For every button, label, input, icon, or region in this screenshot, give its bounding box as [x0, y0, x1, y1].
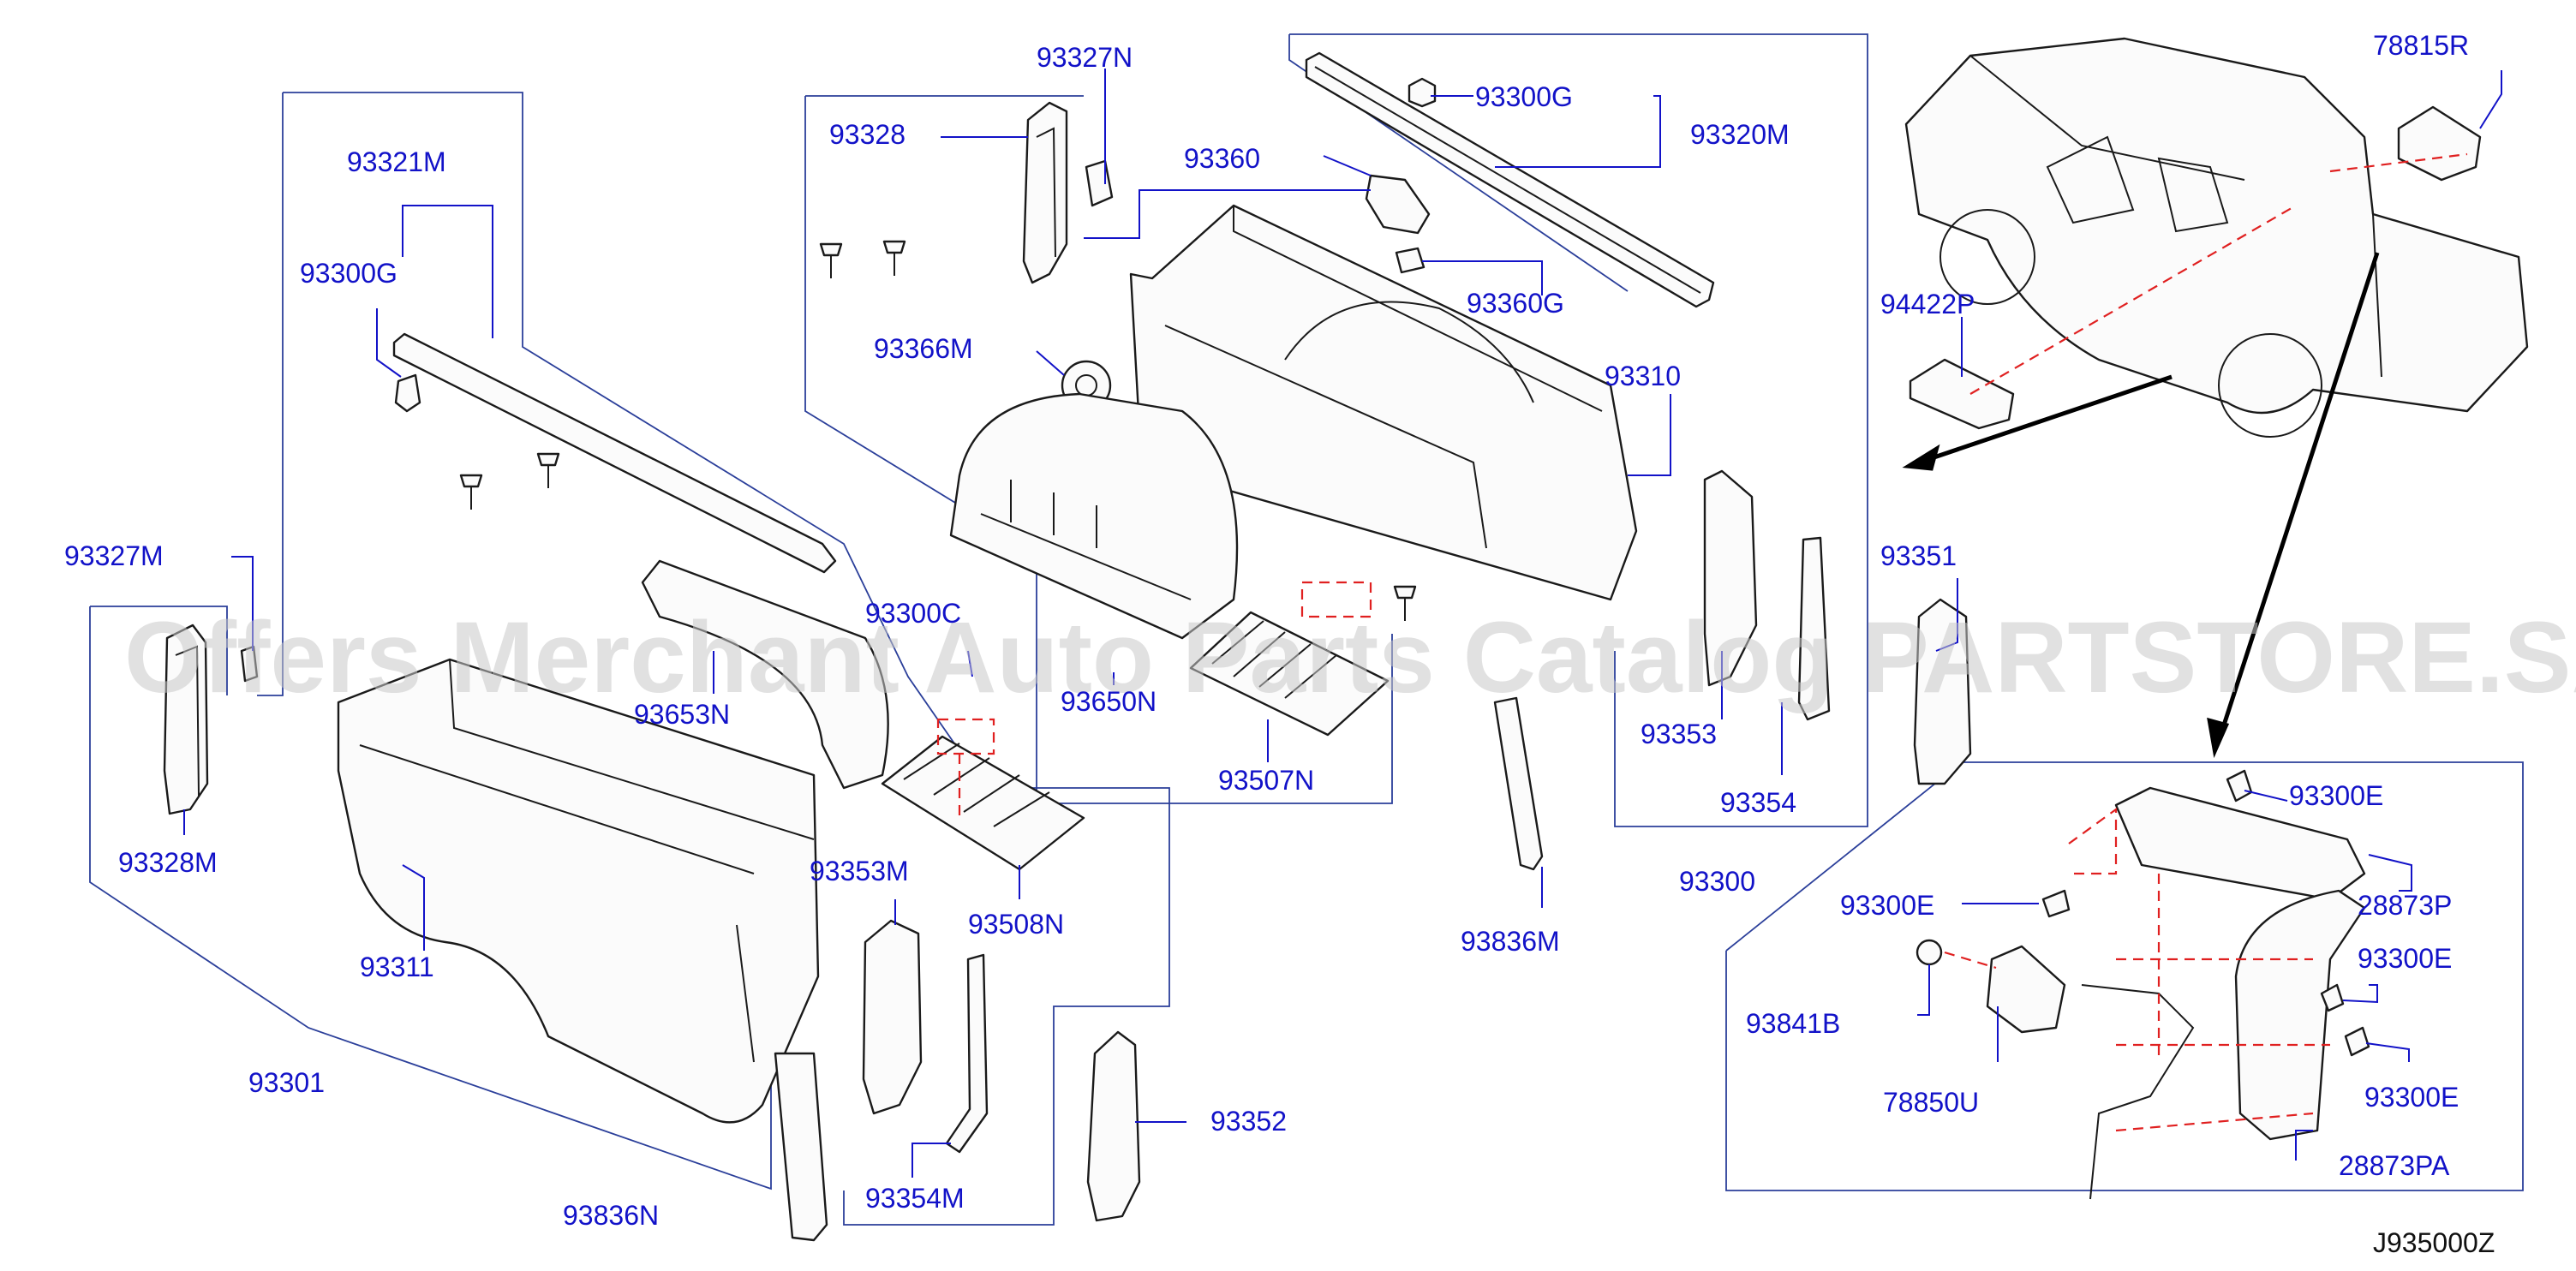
label-93300C: 93300C	[865, 598, 961, 629]
label-93310: 93310	[1605, 361, 1681, 391]
label-93301: 93301	[248, 1067, 325, 1098]
label-28873PA: 28873PA	[2339, 1150, 2450, 1181]
label-93353M: 93353M	[810, 856, 909, 886]
part-93300E-clip-a	[2226, 769, 2253, 803]
part-inset-harness	[2081, 984, 2195, 1200]
label-93300G-top: 93300G	[1475, 81, 1573, 112]
label-28873P: 28873P	[2358, 890, 2452, 921]
label-93354M: 93354M	[865, 1183, 965, 1214]
label-93300E-c: 93300E	[2358, 943, 2452, 974]
label-94422P: 94422P	[1880, 289, 1975, 319]
label-93360: 93360	[1184, 143, 1260, 174]
label-93841B: 93841B	[1746, 1008, 1840, 1039]
label-93300E-b: 93300E	[1840, 890, 1934, 921]
part-93653N-wheelhouse	[641, 559, 889, 790]
label-93352: 93352	[1210, 1106, 1287, 1137]
label-93507N: 93507N	[1218, 765, 1314, 796]
pointer-arrows	[1902, 252, 2380, 759]
part-93508N-floor	[881, 735, 1085, 871]
label-93327N: 93327N	[1037, 42, 1133, 73]
part-93351-brace	[1913, 598, 1972, 785]
part-93300G-clip	[1408, 77, 1437, 108]
part-93328-brace	[1022, 101, 1068, 284]
part-93353M-brace	[862, 919, 923, 1115]
label-93366M: 93366M	[874, 333, 973, 364]
part-78815R-bracket	[2397, 105, 2482, 182]
label-93360G: 93360G	[1467, 288, 1564, 319]
part-truck-overview	[1904, 37, 2529, 415]
part-93300E-clip-c	[2320, 983, 2345, 1012]
label-93300G-left: 93300G	[300, 258, 397, 289]
part-93311-outer-panel	[337, 658, 820, 1124]
part-labels: 93327N 93328 93360 93300G 93320M 78815R …	[64, 30, 2495, 1258]
part-93327N-clip	[1085, 159, 1114, 207]
part-94422P-plate	[1909, 358, 2015, 430]
label-78815R: 78815R	[2373, 30, 2469, 61]
label-93353: 93353	[1641, 719, 1717, 749]
part-78850U-unit	[1986, 945, 2066, 1034]
part-93300E-clip-b	[2041, 889, 2071, 918]
diagram-id: J935000Z	[2373, 1227, 2495, 1258]
label-78850U: 78850U	[1883, 1087, 1979, 1118]
part-93507N-floor	[1189, 611, 1390, 737]
part-93320M-rail	[1305, 51, 1715, 308]
part-93836M-stay	[1493, 696, 1544, 871]
label-93327M: 93327M	[64, 540, 164, 571]
label-93320M: 93320M	[1690, 119, 1790, 150]
leader-lines	[183, 69, 2502, 1178]
label-93508N: 93508N	[968, 909, 1064, 940]
part-93300G-left-clip	[394, 373, 421, 413]
part-93360-cover	[1365, 174, 1431, 235]
part-93836N-stay	[774, 1052, 828, 1242]
part-28873P-bracket	[2114, 786, 2366, 901]
watermark: Offers Merchant Auto Parts Catalog PARTS…	[124, 601, 2576, 714]
label-93836M: 93836M	[1461, 926, 1560, 957]
part-93360G-plug	[1395, 247, 1425, 274]
label-93300E-a: 93300E	[2289, 780, 2383, 811]
part-93353-brace	[1703, 469, 1758, 687]
part-93300E-clip-d	[2344, 1026, 2370, 1057]
part-93354-strip	[1797, 536, 1831, 721]
part-28873PA-bracket	[2234, 889, 2366, 1141]
label-93351: 93351	[1880, 540, 1957, 571]
label-93328: 93328	[829, 119, 905, 150]
parts	[163, 37, 2529, 1242]
label-93300E-d: 93300E	[2364, 1082, 2459, 1113]
label-93650N: 93650N	[1061, 686, 1157, 717]
label-93328M: 93328M	[118, 847, 218, 878]
label-93321M: 93321M	[347, 146, 446, 177]
label-93653N: 93653N	[634, 699, 730, 730]
part-93354M-strip	[945, 953, 989, 1154]
part-93321M-rail	[392, 332, 837, 574]
label-93836N: 93836N	[563, 1200, 659, 1231]
label-93311: 93311	[360, 952, 434, 982]
dashed-guides	[936, 152, 2468, 1132]
label-93354: 93354	[1720, 787, 1796, 818]
part-93650N-wheelhouse	[949, 392, 1239, 640]
label-93300: 93300	[1679, 866, 1755, 897]
bolt-icons	[459, 240, 1417, 621]
part-93841B-grommet	[1916, 939, 1943, 966]
part-93327M-clip	[240, 645, 259, 683]
part-93352-brace	[1086, 1030, 1141, 1222]
group-lines	[89, 33, 2524, 1226]
